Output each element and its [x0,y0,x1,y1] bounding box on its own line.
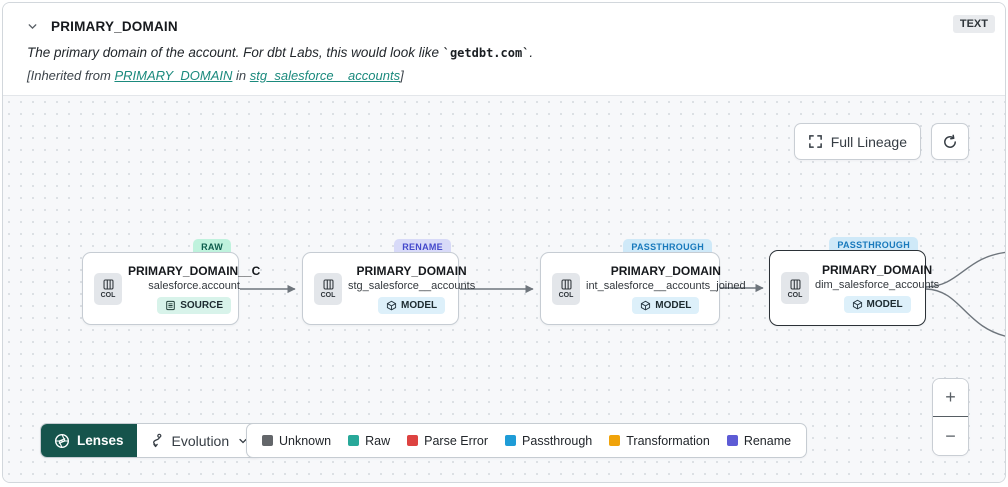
legend-swatch [726,435,738,446]
expand-icon [808,135,822,148]
node-title: PRIMARY_DOMAIN [610,263,721,278]
column-title: PRIMARY_DOMAIN [51,18,178,34]
legend-item-parse-error: Parse Error [407,434,488,448]
legend-item-unknown: Unknown [262,434,331,448]
legend-item-raw: Raw [348,434,390,448]
column-header: PRIMARY_DOMAIN TEXT The primary domain o… [3,3,1005,95]
legend-item-rename: Rename [726,434,791,448]
lens-select-dropdown[interactable]: Evolution [136,424,262,457]
collapse-chevron-icon[interactable] [23,17,41,35]
column-type-badge: TEXT [952,15,995,33]
lineage-edges [240,251,1005,337]
columns-icon [790,279,800,289]
lineage-node-stg: RENAME COL PRIMARY_DOMAIN stg_salesforce… [302,239,475,325]
node-subtitle: dim_salesforce_accounts [815,279,940,291]
column-chip: COL [94,272,122,305]
inherited-column-link[interactable]: PRIMARY_DOMAIN [114,68,233,83]
column-chip: COL [314,272,342,305]
full-lineage-button[interactable]: Full Lineage [793,123,921,160]
lineage-node-dim: PASSTHROUGH COL PRIMARY_DOMAIN dim_sales… [769,237,939,326]
zoom-controls: + − [932,378,969,456]
lenses-control: Lenses Evolution [40,423,263,458]
lineage-node-int: PASSTHROUGH COL PRIMARY_DOMAIN int_sales… [540,239,746,325]
lenses-button[interactable]: Lenses [41,424,137,457]
node-primary-domain-c[interactable]: COL PRIMARY_DOMAIN__C salesforce.account… [82,252,260,325]
zoom-in-button[interactable]: + [933,379,968,417]
cube-icon [852,299,862,310]
legend-swatch [609,435,621,446]
legend-swatch [505,435,517,446]
legend-swatch [262,435,273,446]
node-int-salesforce-accounts-joined[interactable]: COL PRIMARY_DOMAIN int_salesforce__accou… [540,252,746,325]
column-description: The primary domain of the account. For d… [27,45,534,60]
lineage-node-source: RAW COL PRIMARY_DOMAIN__C salesforce.acc… [82,239,260,325]
column-chip: COL [781,272,809,304]
resource-badge: MODEL [378,296,446,314]
columns-icon [323,279,333,290]
edge-type-legend: Unknown Raw Parse Error Passthrough Tran… [246,423,808,458]
cube-icon [386,300,397,310]
column-chip: COL [552,272,580,305]
resource-badge: SOURCE [157,296,232,314]
node-subtitle: int_salesforce__accounts_joined [586,279,746,292]
node-title: PRIMARY_DOMAIN__C [128,263,261,278]
legend-swatch [407,435,419,446]
lineage-canvas[interactable]: RAW COL PRIMARY_DOMAIN__C salesforce.acc… [3,95,1005,482]
resource-badge: MODEL [843,296,911,313]
legend-item-transformation: Transformation [609,434,710,448]
node-title: PRIMARY_DOMAIN [356,263,467,278]
refresh-icon [944,134,956,148]
source-icon [166,300,175,310]
resource-badge: MODEL [632,296,700,314]
inherited-from-note: [Inherited from PRIMARY_DOMAIN in stg_sa… [27,68,404,83]
node-subtitle: stg_salesforce__accounts [348,279,476,292]
inline-code: `getdbt.com` [442,46,530,60]
node-title: PRIMARY_DOMAIN [821,263,933,277]
inherited-model-link[interactable]: stg_salesforce__accounts [249,68,401,83]
lens-aperture-icon [54,433,70,448]
legend-item-passthrough: Passthrough [505,434,592,448]
columns-icon [561,279,571,290]
node-stg-salesforce-accounts[interactable]: COL PRIMARY_DOMAIN stg_salesforce__accou… [302,252,475,325]
legend-swatch [348,435,360,446]
node-subtitle: salesforce.account [148,279,240,292]
refresh-button[interactable] [931,123,969,160]
cube-icon [641,300,651,310]
columns-icon [103,279,113,290]
node-dim-salesforce-accounts[interactable]: COL PRIMARY_DOMAIN dim_salesforce_accoun… [769,250,939,326]
evolution-route-icon [152,433,161,448]
chevron-down-icon [239,438,247,443]
zoom-out-button[interactable]: − [933,417,968,455]
